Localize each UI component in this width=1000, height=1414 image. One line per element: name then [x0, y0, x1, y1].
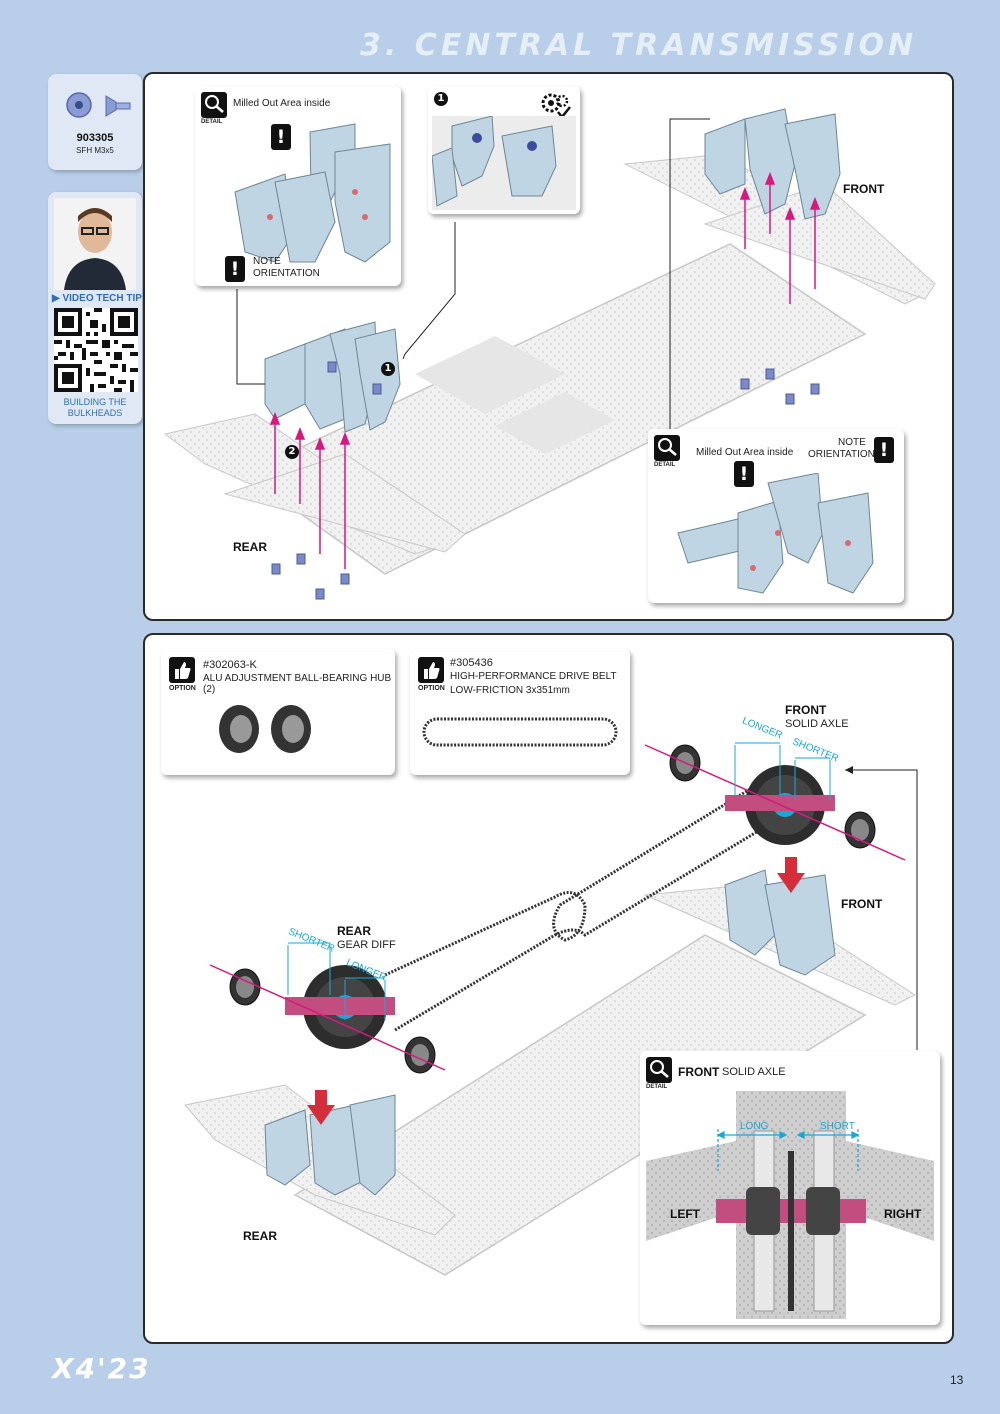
x4-logo: X4'23	[52, 1352, 151, 1385]
bulkhead-detail-drawing	[234, 123, 391, 263]
detail-callout-left: DETAIL Milled Out Area inside ! ! NOTE O…	[195, 86, 401, 286]
bulkhead-right-drawing	[677, 473, 874, 594]
front-solid-axle-label: FRONT	[785, 703, 827, 717]
video-caption-line1: BUILDING THE	[63, 397, 127, 407]
detail-magnifier-icon	[646, 1057, 672, 1083]
screw-head-icon	[66, 92, 92, 118]
note-right-2: ORIENTATION	[808, 449, 875, 460]
bearing-hub-pair	[219, 705, 311, 753]
right-label: RIGHT	[884, 1207, 922, 1221]
bottom-assembly-panel: OPTION #302063-K ALU ADJUSTMENT BALL-BEA…	[143, 633, 954, 1344]
detail-magnifier-icon	[654, 435, 680, 461]
detail-label: DETAIL	[201, 119, 223, 125]
front-mid-label: FRONT	[841, 897, 883, 911]
detail-magnifier-icon	[201, 92, 227, 118]
screw-side-icon	[105, 95, 131, 117]
option2-code: #305436	[450, 657, 493, 669]
top-assembly-panel: DETAIL Milled Out Area inside ! ! NOTE O…	[143, 72, 954, 621]
milled-out-text: Milled Out Area inside	[233, 98, 331, 109]
rear-gear-diff-sub: GEAR DIFF	[337, 939, 396, 951]
note-text-2: ORIENTATION	[253, 268, 320, 279]
note-warning-icon: !	[225, 256, 245, 282]
milled-out-text-right: Milled Out Area inside	[696, 447, 794, 458]
drive-belt-drawing	[422, 717, 618, 747]
note-right-1: NOTE	[838, 437, 866, 448]
screw-part-card: 903305 SFH M3x5	[48, 74, 142, 170]
video-tech-tip-card[interactable]: ▶ VIDEO TECH TIP BUILDING THE BULKHEADS	[48, 192, 142, 424]
option2-desc-1: HIGH-PERFORMANCE DRIVE BELT	[450, 671, 617, 682]
rear-label: REAR	[233, 540, 268, 554]
page-number: 13	[950, 1373, 964, 1387]
option2-desc-2: LOW-FRICTION 3x351mm	[450, 685, 570, 696]
milled-right-warning-icon: !	[734, 461, 754, 487]
left-label: LEFT	[670, 1207, 700, 1221]
video-caption-line2: BULKHEADS	[67, 408, 123, 418]
step1-marker: 1	[381, 362, 395, 376]
step1-number: 1	[434, 92, 448, 106]
play-icon: ▶	[52, 293, 60, 304]
option-label: OPTION	[169, 685, 196, 692]
note-text-1: NOTE	[253, 256, 281, 267]
rear-gear-diff-label: REAR	[337, 924, 372, 938]
rear-bottom-label: REAR	[243, 1229, 278, 1243]
detail-callout-right: DETAIL Milled Out Area inside NOTE ORIEN…	[648, 429, 904, 603]
detail-title-front: FRONT	[678, 1065, 720, 1079]
option1-desc: ALU ADJUSTMENT BALL-BEARING HUB (2)	[203, 673, 392, 695]
step1-detail-drawing	[432, 116, 576, 210]
presenter-avatar	[54, 198, 136, 290]
section-title: 3. CENTRAL TRANSMISSION	[360, 28, 918, 63]
solid-axle-detail-drawing	[646, 1091, 934, 1319]
part-description: SFH M3x5	[76, 146, 114, 155]
step1-callout: 1	[428, 86, 580, 214]
warning-icon: !	[271, 124, 291, 150]
thumbs-up-icon	[169, 657, 195, 683]
video-tech-tip-label: ▶ VIDEO TECH TIP	[52, 293, 142, 304]
thumbs-up-icon	[418, 657, 444, 683]
option1-code: #302063-K	[203, 659, 257, 671]
long-label: LONG	[740, 1121, 769, 1132]
step2-marker: 2	[285, 445, 299, 459]
qr-code[interactable]	[54, 308, 138, 392]
detail-label: DETAIL	[654, 462, 676, 468]
detail-title-rest: SOLID AXLE	[722, 1066, 786, 1078]
front-label: FRONT	[843, 182, 885, 196]
detail-solid-axle-card: DETAIL FRONT SOLID AXLE	[640, 1051, 940, 1325]
part-number: 903305	[76, 132, 114, 144]
transmission-illustration	[184, 742, 918, 1276]
option-card-hub: OPTION #302063-K ALU ADJUSTMENT BALL-BEA…	[161, 649, 395, 775]
detail-label: DETAIL	[646, 1084, 668, 1090]
note-right-warning-icon: !	[874, 437, 894, 463]
option-label: OPTION	[418, 685, 445, 692]
option-card-belt: OPTION #305436 HIGH-PERFORMANCE DRIVE BE…	[410, 649, 630, 775]
short-label: SHORT	[820, 1121, 855, 1132]
chassis-top-illustration	[163, 108, 936, 600]
front-solid-axle-sub: SOLID AXLE	[785, 718, 849, 730]
